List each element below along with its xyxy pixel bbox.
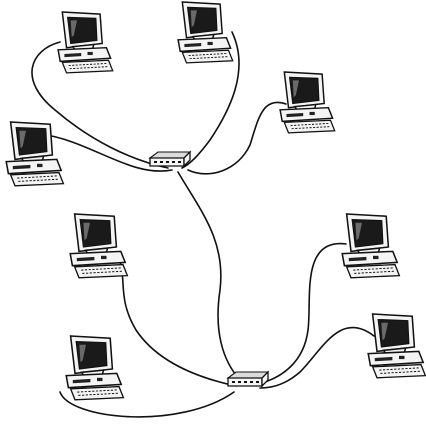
cable-pc-8-hub-2 <box>260 328 374 388</box>
computer-icon-pc-1 <box>58 12 113 73</box>
computer-icon-pc-6 <box>66 336 123 400</box>
cable-hub-1-hub-2 <box>178 172 240 380</box>
computer-icon-pc-2 <box>178 2 233 63</box>
computer-icon-pc-4 <box>6 122 63 186</box>
computer-icon-pc-8 <box>368 314 425 378</box>
hub-icon-hub-2 <box>228 372 268 386</box>
computer-icon-pc-3 <box>280 72 335 133</box>
hub-icon-hub-1 <box>150 152 190 166</box>
computer-icon-pc-7 <box>342 214 399 278</box>
cable-pc-7-hub-2 <box>258 244 346 384</box>
computer-icon-pc-5 <box>70 214 127 278</box>
cable-pc-3-hub-1 <box>188 102 286 173</box>
